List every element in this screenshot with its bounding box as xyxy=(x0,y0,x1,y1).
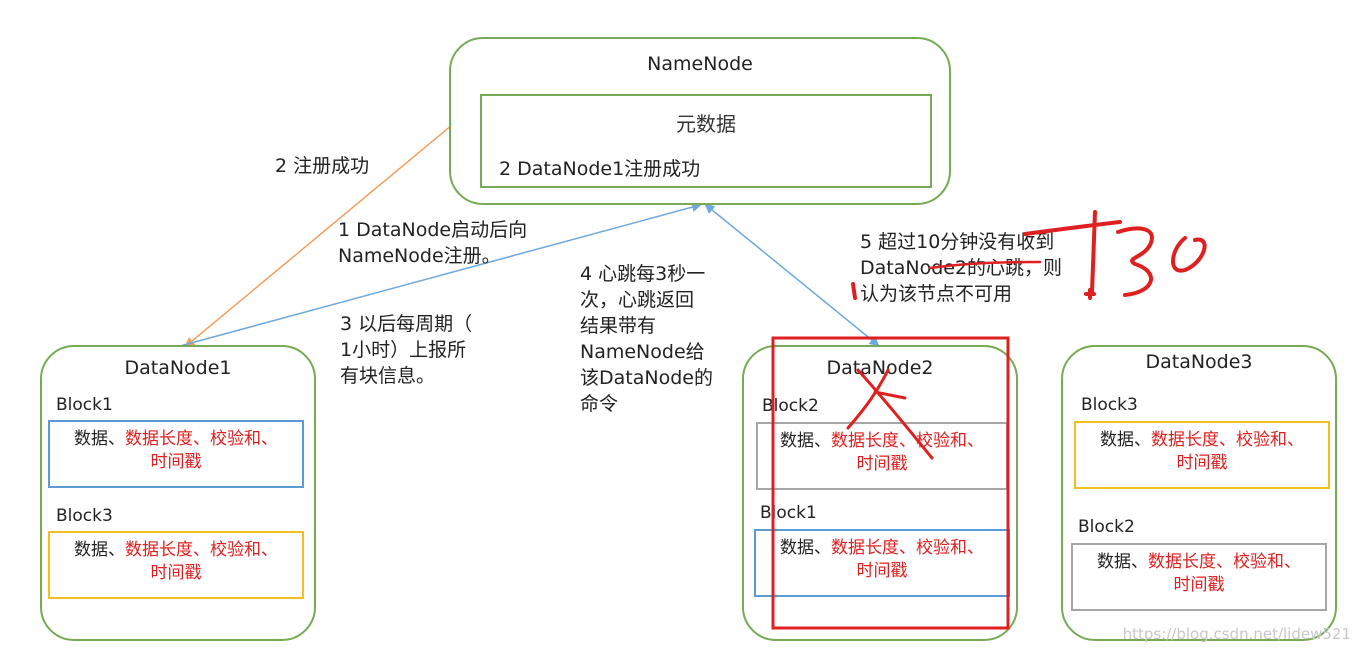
block-data-text: 数据、 xyxy=(74,429,125,449)
metadata-status: 2 DataNode1注册成功 xyxy=(499,158,701,180)
block-box: 数据、数据长度、校验和、 时间戳 xyxy=(48,531,304,599)
step5-label: 5 超过10分钟没有收到 DataNode2的心跳，则 认为该节点不可用 xyxy=(860,229,1062,307)
step4-line: 该DataNode的 xyxy=(580,367,713,389)
datanode3-box: DataNode3 Block3 数据、数据长度、校验和、 时间戳 Block2… xyxy=(1061,345,1337,641)
block-meta-text: 数据长度、校验和、 xyxy=(1148,552,1301,572)
block-box: 数据、数据长度、校验和、 时间戳 xyxy=(1074,421,1330,489)
block-data-text: 数据、 xyxy=(1100,430,1151,450)
step4-line: 4 心跳每3秒一 xyxy=(580,263,706,285)
block-meta-text: 数据长度、校验和、 xyxy=(831,431,984,451)
block-box: 数据、数据长度、校验和、 时间戳 xyxy=(1071,543,1327,611)
metadata-title: 元数据 xyxy=(676,112,736,136)
watermark: https://blog.csdn.net/lidew521 xyxy=(1122,625,1351,643)
block-time-text: 时间戳 xyxy=(150,563,202,583)
step4-line: 结果带有 xyxy=(580,315,657,337)
step4-line: 次，心跳返回 xyxy=(580,289,695,311)
block-time-text: 时间戳 xyxy=(1173,575,1225,595)
block-data-text: 数据、 xyxy=(780,538,831,558)
step1-label: 1 DataNode启动后向 NameNode注册。 xyxy=(338,217,527,269)
register-success-arrow xyxy=(184,124,453,348)
step4-line: 命令 xyxy=(580,393,619,415)
block-meta-text: 数据长度、校验和、 xyxy=(125,540,278,560)
step1-line: 1 DataNode启动后向 xyxy=(338,219,528,241)
block-time-text: 时间戳 xyxy=(856,454,908,474)
block-meta-text: 数据长度、校验和、 xyxy=(125,429,278,449)
block-box: 数据、数据长度、校验和、 时间戳 xyxy=(48,420,304,488)
block-label: Block2 xyxy=(762,396,819,416)
step1-line: NameNode注册。 xyxy=(338,245,501,267)
block-data-text: 数据、 xyxy=(74,540,125,560)
heartbeat-arrow xyxy=(704,203,880,347)
step5-line: 5 超过10分钟没有收到 xyxy=(860,231,1055,253)
step3-label: 3 以后每周期（ 1小时）上报所 有块信息。 xyxy=(340,311,472,389)
block-box: 数据、数据长度、校验和、 时间戳 xyxy=(756,422,1008,490)
block-time-text: 时间戳 xyxy=(150,452,202,472)
datanode1-box: DataNode1 Block1 数据、数据长度、校验和、 时间戳 Block3… xyxy=(40,345,316,641)
datanode2-title: DataNode2 xyxy=(826,357,934,379)
register-arrow xyxy=(179,202,702,347)
block-label: Block2 xyxy=(1078,517,1135,537)
block-label: Block3 xyxy=(56,506,113,526)
block-label: Block1 xyxy=(760,503,817,523)
step5-line: 认为该节点不可用 xyxy=(860,283,1013,305)
step3-line: 有块信息。 xyxy=(340,365,436,387)
block-meta-text: 数据长度、校验和、 xyxy=(831,538,984,558)
block-label: Block3 xyxy=(1081,395,1138,415)
block-data-text: 数据、 xyxy=(1097,552,1148,572)
block-time-text: 时间戳 xyxy=(856,561,908,581)
block-meta-text: 数据长度、校验和、 xyxy=(1151,430,1304,450)
step3-line: 3 以后每周期（ xyxy=(340,313,473,335)
step5-line: DataNode2的心跳，则 xyxy=(860,257,1063,279)
block-label: Block1 xyxy=(56,395,113,415)
datanode1-title: DataNode1 xyxy=(124,357,232,379)
namenode-box: NameNode 元数据 2 DataNode1注册成功 xyxy=(449,37,951,205)
block-box: 数据、数据长度、校验和、 时间戳 xyxy=(754,529,1010,597)
metadata-box: 元数据 2 DataNode1注册成功 xyxy=(480,94,932,188)
namenode-title: NameNode xyxy=(647,53,753,75)
block-time-text: 时间戳 xyxy=(1176,453,1228,473)
datanode3-title: DataNode3 xyxy=(1145,351,1253,373)
step4-label: 4 心跳每3秒一 次，心跳返回 结果带有 NameNode给 该DataNode… xyxy=(580,261,713,417)
step3-line: 1小时）上报所 xyxy=(340,339,467,361)
block-data-text: 数据、 xyxy=(780,431,831,451)
step4-line: NameNode给 xyxy=(580,341,705,363)
step2-label: 2 注册成功 xyxy=(275,155,370,177)
datanode2-box: DataNode2 Block2 数据、数据长度、校验和、 时间戳 Block1… xyxy=(742,345,1018,641)
